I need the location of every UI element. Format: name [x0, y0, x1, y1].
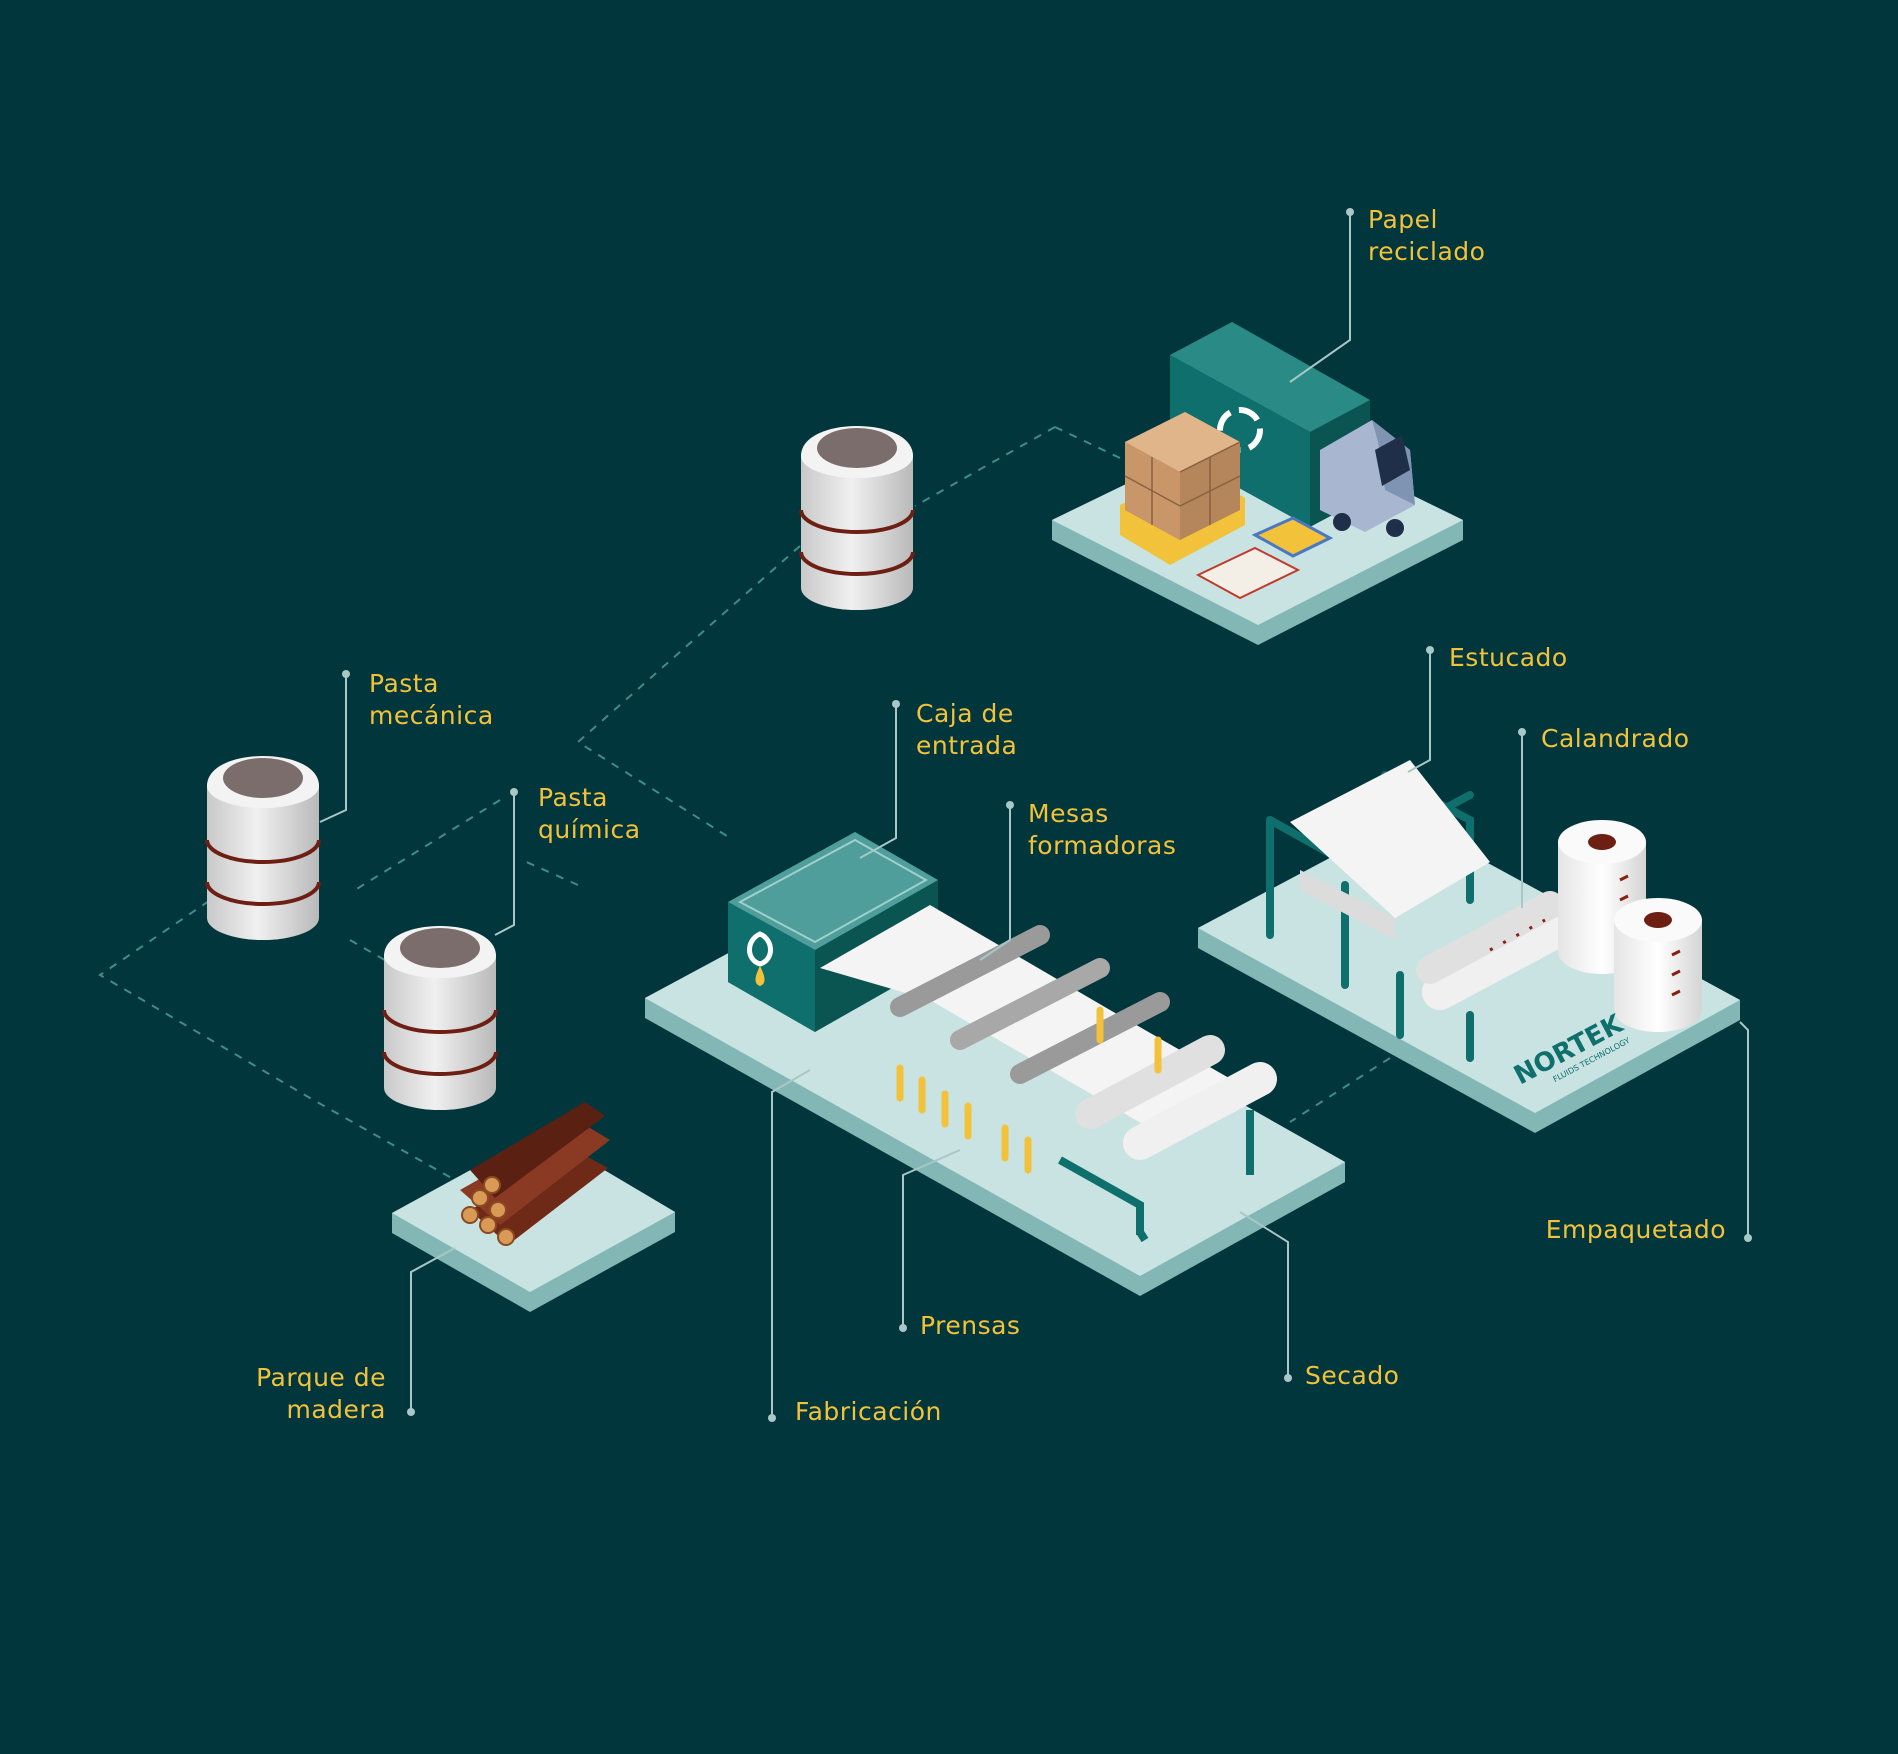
- label-pasta-quimica: Pasta química: [538, 783, 641, 844]
- paper-machine-platform: [645, 832, 1345, 1296]
- flow-lines: [98, 426, 1391, 1181]
- log-pile: [460, 1102, 610, 1246]
- leader-dots: [342, 208, 1752, 1422]
- silo-pasta-mecanica: [205, 754, 321, 942]
- label-calandrado: Calandrado: [1541, 724, 1690, 753]
- leader-lines: [319, 212, 1749, 1418]
- label-fabricacion: Fabricación: [795, 1397, 942, 1426]
- label-empaquetado: Empaquetado: [1545, 1215, 1726, 1244]
- label-papel-reciclado: Papel reciclado: [1368, 205, 1486, 266]
- press-rollers: [890, 925, 1277, 1160]
- label-secado: Secado: [1305, 1361, 1400, 1390]
- label-caja-de-entrada: Caja de entrada: [916, 699, 1018, 760]
- label-mesas-formadoras: Mesas formadoras: [1028, 799, 1177, 860]
- label-estucado: Estucado: [1449, 643, 1568, 672]
- machine-frame: [1058, 1110, 1254, 1243]
- drop-icon: [747, 931, 773, 986]
- silo-pasta-quimica: [382, 924, 498, 1112]
- silo-top: [799, 424, 915, 612]
- label-pasta-mecanica: Pasta mecánica: [369, 669, 494, 730]
- label-prensas: Prensas: [920, 1311, 1021, 1340]
- yellow-supports: [896, 1006, 1162, 1174]
- wood-yard-platform: [392, 1102, 675, 1312]
- recycled-paper-platform: [1052, 322, 1463, 645]
- label-parque-de-madera: Parque de madera: [256, 1363, 386, 1424]
- finishing-platform: NORTEK FLUIDS TECHNOLOGY: [1198, 760, 1740, 1133]
- paper-reel-2: [1614, 898, 1702, 1032]
